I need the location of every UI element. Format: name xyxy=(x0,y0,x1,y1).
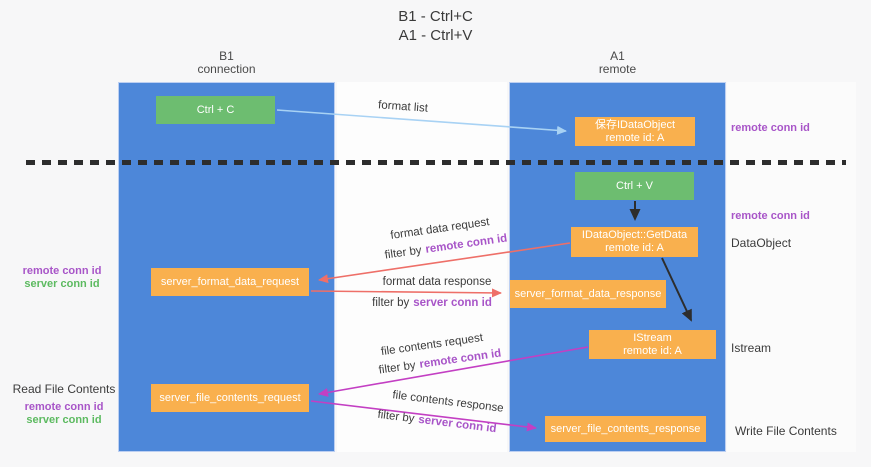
node-ctrl-v: Ctrl + V xyxy=(575,172,694,200)
dashed-separator-line xyxy=(26,160,846,165)
arrow-getdata-to-istream xyxy=(661,257,692,322)
left-conn-id-group-2: Read File Contents remote conn id server… xyxy=(8,383,120,427)
label-remote-conn-id-mid: remote conn id xyxy=(731,210,810,222)
label-istream: Istream xyxy=(731,341,772,355)
lane-header-a1: A1 remote xyxy=(509,50,726,76)
label-left-server-conn-id-2: server conn id xyxy=(26,414,102,426)
label-write-file-contents: Write File Contents xyxy=(735,424,837,438)
left-conn-id-group-1: remote conn id server conn id xyxy=(14,265,110,291)
save-idataobject-line2: remote id: A xyxy=(605,131,665,144)
server-file-contents-response-label: server_file_contents_response xyxy=(550,422,701,435)
label-dataobject: DataObject xyxy=(731,236,792,250)
filter-prefix: filter by xyxy=(372,297,410,309)
node-server-file-contents-request: server_file_contents_request xyxy=(151,384,309,412)
lane-header-b1: B1 connection xyxy=(118,50,335,76)
save-idataobject-line1: 保存IDataObject xyxy=(594,118,676,131)
arrow-format-data-request xyxy=(318,242,571,284)
server-file-contents-request-label: server_file_contents_request xyxy=(159,391,301,404)
center-gap-band xyxy=(337,82,507,452)
istream-line2: remote id: A xyxy=(623,344,682,357)
lane-b1-role: connection xyxy=(197,62,256,76)
diagram-title: B1 - Ctrl+C A1 - Ctrl+V xyxy=(0,7,871,45)
getdata-line2: remote id: A xyxy=(605,242,664,254)
server-format-data-response-label: server_format_data_response xyxy=(514,287,662,300)
node-save-idataobject: 保存IDataObject remote id: A xyxy=(575,117,695,146)
filter-key-server-conn-id: server conn id xyxy=(413,297,492,309)
node-server-file-contents-response: server_file_contents_response xyxy=(545,416,706,442)
lane-b1-name: B1 xyxy=(219,49,234,63)
ctrl-v-label: Ctrl + V xyxy=(616,179,653,192)
arrow-format-list xyxy=(276,109,567,135)
lane-a1-role: remote xyxy=(598,62,637,76)
arrow-file-contents-request xyxy=(318,346,589,397)
node-idataobject-getdata: IDataObject::GetData remote id: A xyxy=(571,227,698,257)
right-gap-band xyxy=(727,82,856,452)
istream-line1: IStream xyxy=(633,331,672,344)
label-read-file-contents: Read File Contents xyxy=(12,382,116,396)
label-left-remote-conn-id-1: remote conn id xyxy=(22,265,102,277)
server-format-data-request-label: server_format_data_request xyxy=(160,275,300,288)
getdata-line1: IDataObject::GetData xyxy=(581,229,688,241)
label-remote-conn-id-top: remote conn id xyxy=(731,122,810,134)
node-server-format-data-request: server_format_data_request xyxy=(151,268,309,296)
lane-a1-name: A1 xyxy=(610,49,625,63)
node-ctrl-c: Ctrl + C xyxy=(156,96,275,124)
arrow-file-contents-response xyxy=(310,400,537,432)
label-left-server-conn-id-1: server conn id xyxy=(24,278,100,290)
ctrl-c-label: Ctrl + C xyxy=(196,103,235,116)
label-left-remote-conn-id-2: remote conn id xyxy=(24,401,104,413)
node-istream: IStream remote id: A xyxy=(589,330,716,359)
node-server-format-data-response: server_format_data_response xyxy=(510,280,666,308)
arrow-format-data-response xyxy=(310,288,502,298)
title-line-1: B1 - Ctrl+C xyxy=(398,8,473,25)
title-line-2: A1 - Ctrl+V xyxy=(398,27,473,44)
label-format-data-response: format data response xyxy=(382,276,492,288)
